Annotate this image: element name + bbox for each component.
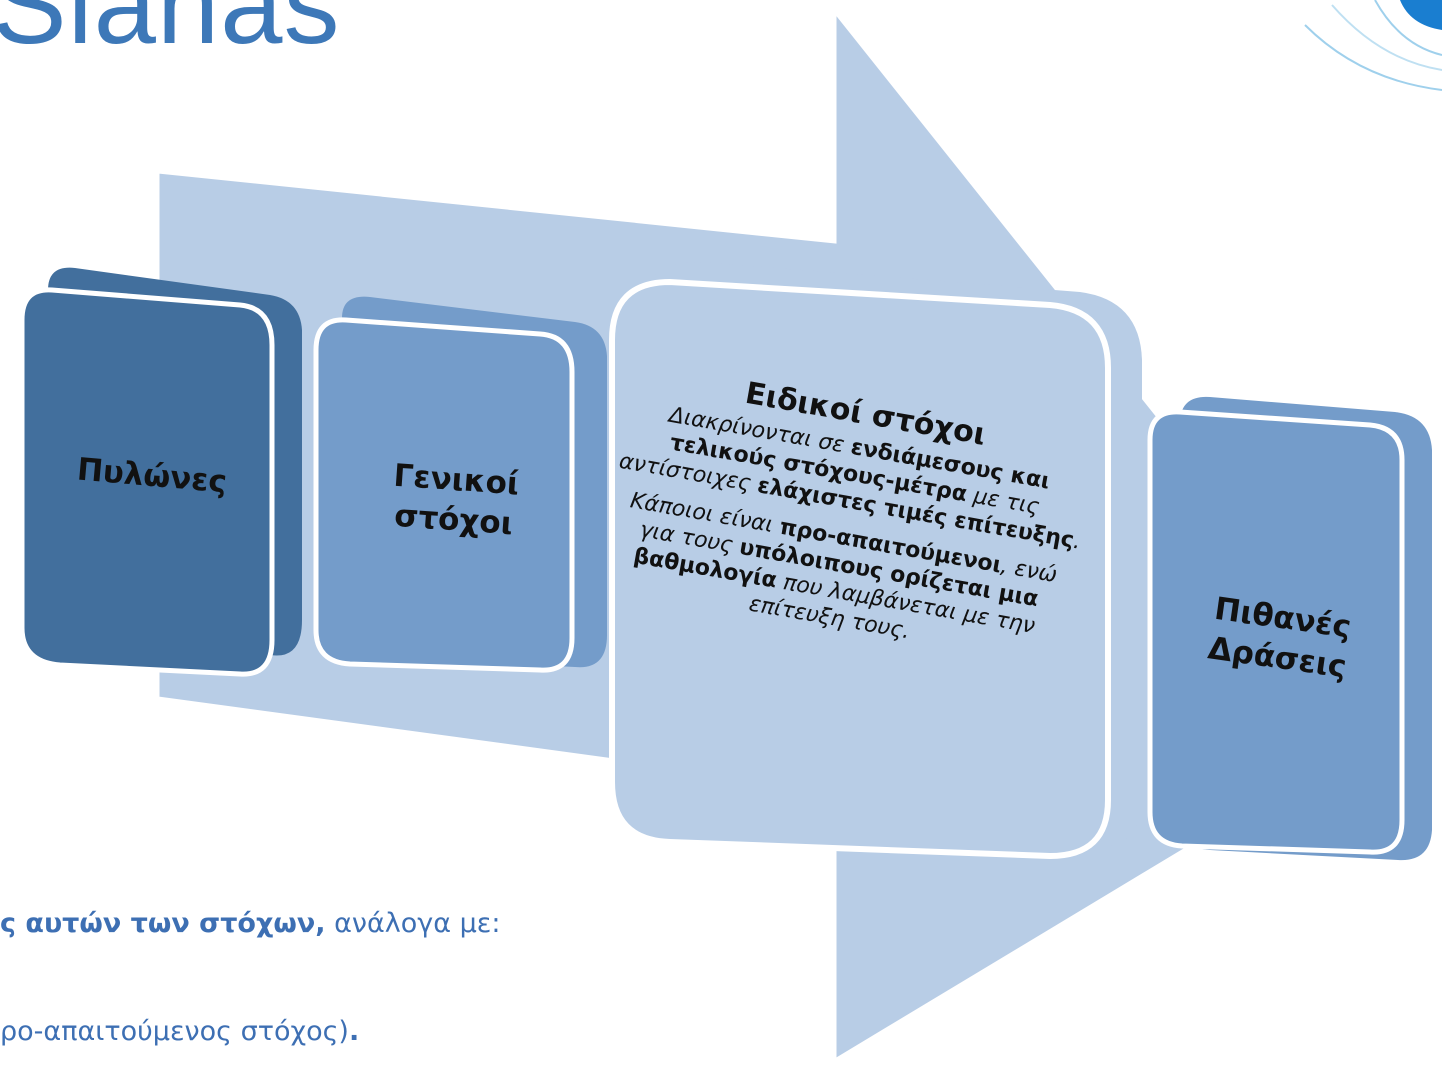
- general-goals-card: [313, 296, 607, 673]
- general-goals-label: Γενικοί στόχοι: [357, 453, 552, 546]
- specific-goals-card: [609, 262, 1142, 860]
- possible-actions-card: [1147, 396, 1432, 861]
- logo-mark: [1304, 0, 1442, 91]
- bottom-line2-end: .: [348, 1016, 360, 1047]
- bottom-text-line-2: ρο-απαιτούμενος στόχος).: [0, 1016, 359, 1047]
- slide-title: Sianas: [0, 0, 341, 67]
- bottom-line2-text: ρο-απαιτούμενος στόχος): [0, 1016, 349, 1047]
- pillars-card: [19, 267, 302, 677]
- bottom-text-line-1: ς αυτών των στόχων, ανάλογα με:: [0, 908, 501, 939]
- bottom-line1-rest: ανάλογα με:: [325, 908, 501, 939]
- bottom-line1-bold: ς αυτών των στόχων,: [0, 908, 326, 939]
